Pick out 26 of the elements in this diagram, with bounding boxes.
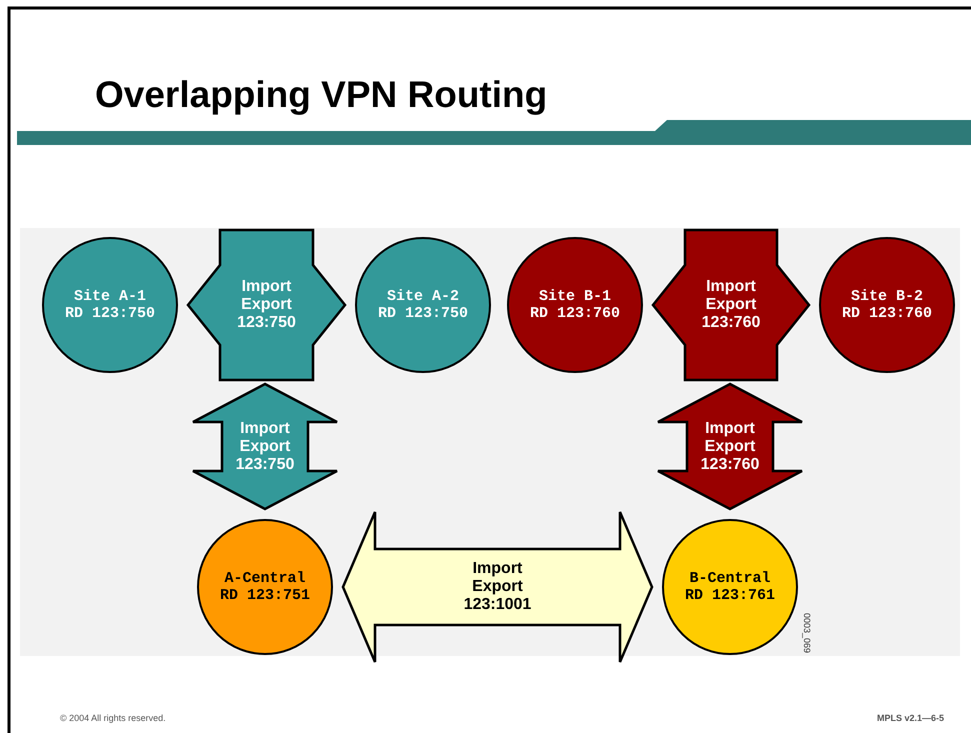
double-block-arrow	[656, 382, 804, 510]
node-text: A-Central	[224, 570, 306, 587]
copyright-note: © 2004 All rights reserved.	[60, 713, 166, 723]
double-block-arrow	[342, 510, 654, 664]
edge-label: Import Export 123:760	[700, 278, 762, 332]
node-text: Site A-1	[74, 288, 146, 305]
node-text: RD 123:750	[64, 305, 155, 322]
double-block-arrow	[651, 228, 811, 382]
node-text: RD 123:750	[378, 305, 468, 322]
edge-label: Import Export 123:760	[700, 420, 760, 474]
figure-code: 0003_069	[802, 613, 812, 654]
edge-label: Import Export 123:750	[234, 420, 296, 474]
edge-label: Import Export 123:750	[236, 278, 297, 332]
node-text: B-Central	[689, 570, 770, 587]
node-text: RD 123:760	[842, 305, 932, 322]
node-text: Site A-2	[386, 288, 459, 305]
double-block-arrow	[192, 382, 338, 510]
node-text: RD 123:760	[530, 305, 620, 322]
double-block-arrow	[186, 228, 347, 382]
title: Overlapping VPN Routing	[95, 74, 548, 116]
node-text: RD 123:761	[684, 587, 775, 604]
node-text: Site B-2	[850, 288, 923, 305]
node-text: RD 123:751	[220, 587, 310, 604]
node-text: Site B-1	[538, 288, 611, 305]
edge-label: Import Export 123:1001	[462, 560, 532, 614]
course-code: MPLS v2.1—6-5	[876, 713, 944, 723]
